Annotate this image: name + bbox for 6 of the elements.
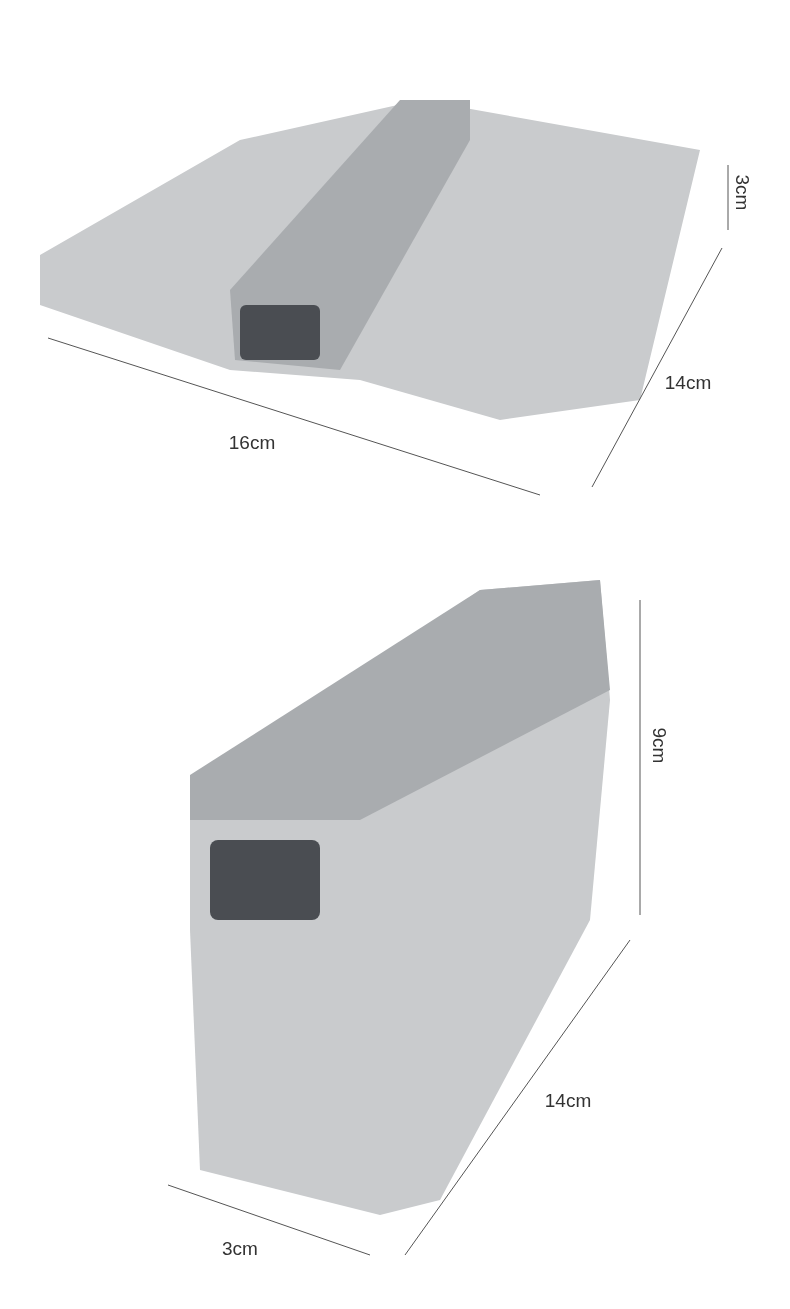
dimension-label: 14cm (664, 372, 712, 392)
dimension-label: 3cm (222, 1238, 258, 1258)
dimension-label: 3cm (733, 174, 753, 210)
dimension-label: 9cm (650, 727, 670, 763)
dimension-label: 16cm (228, 432, 276, 452)
dimension-label: 14cm (544, 1090, 592, 1110)
